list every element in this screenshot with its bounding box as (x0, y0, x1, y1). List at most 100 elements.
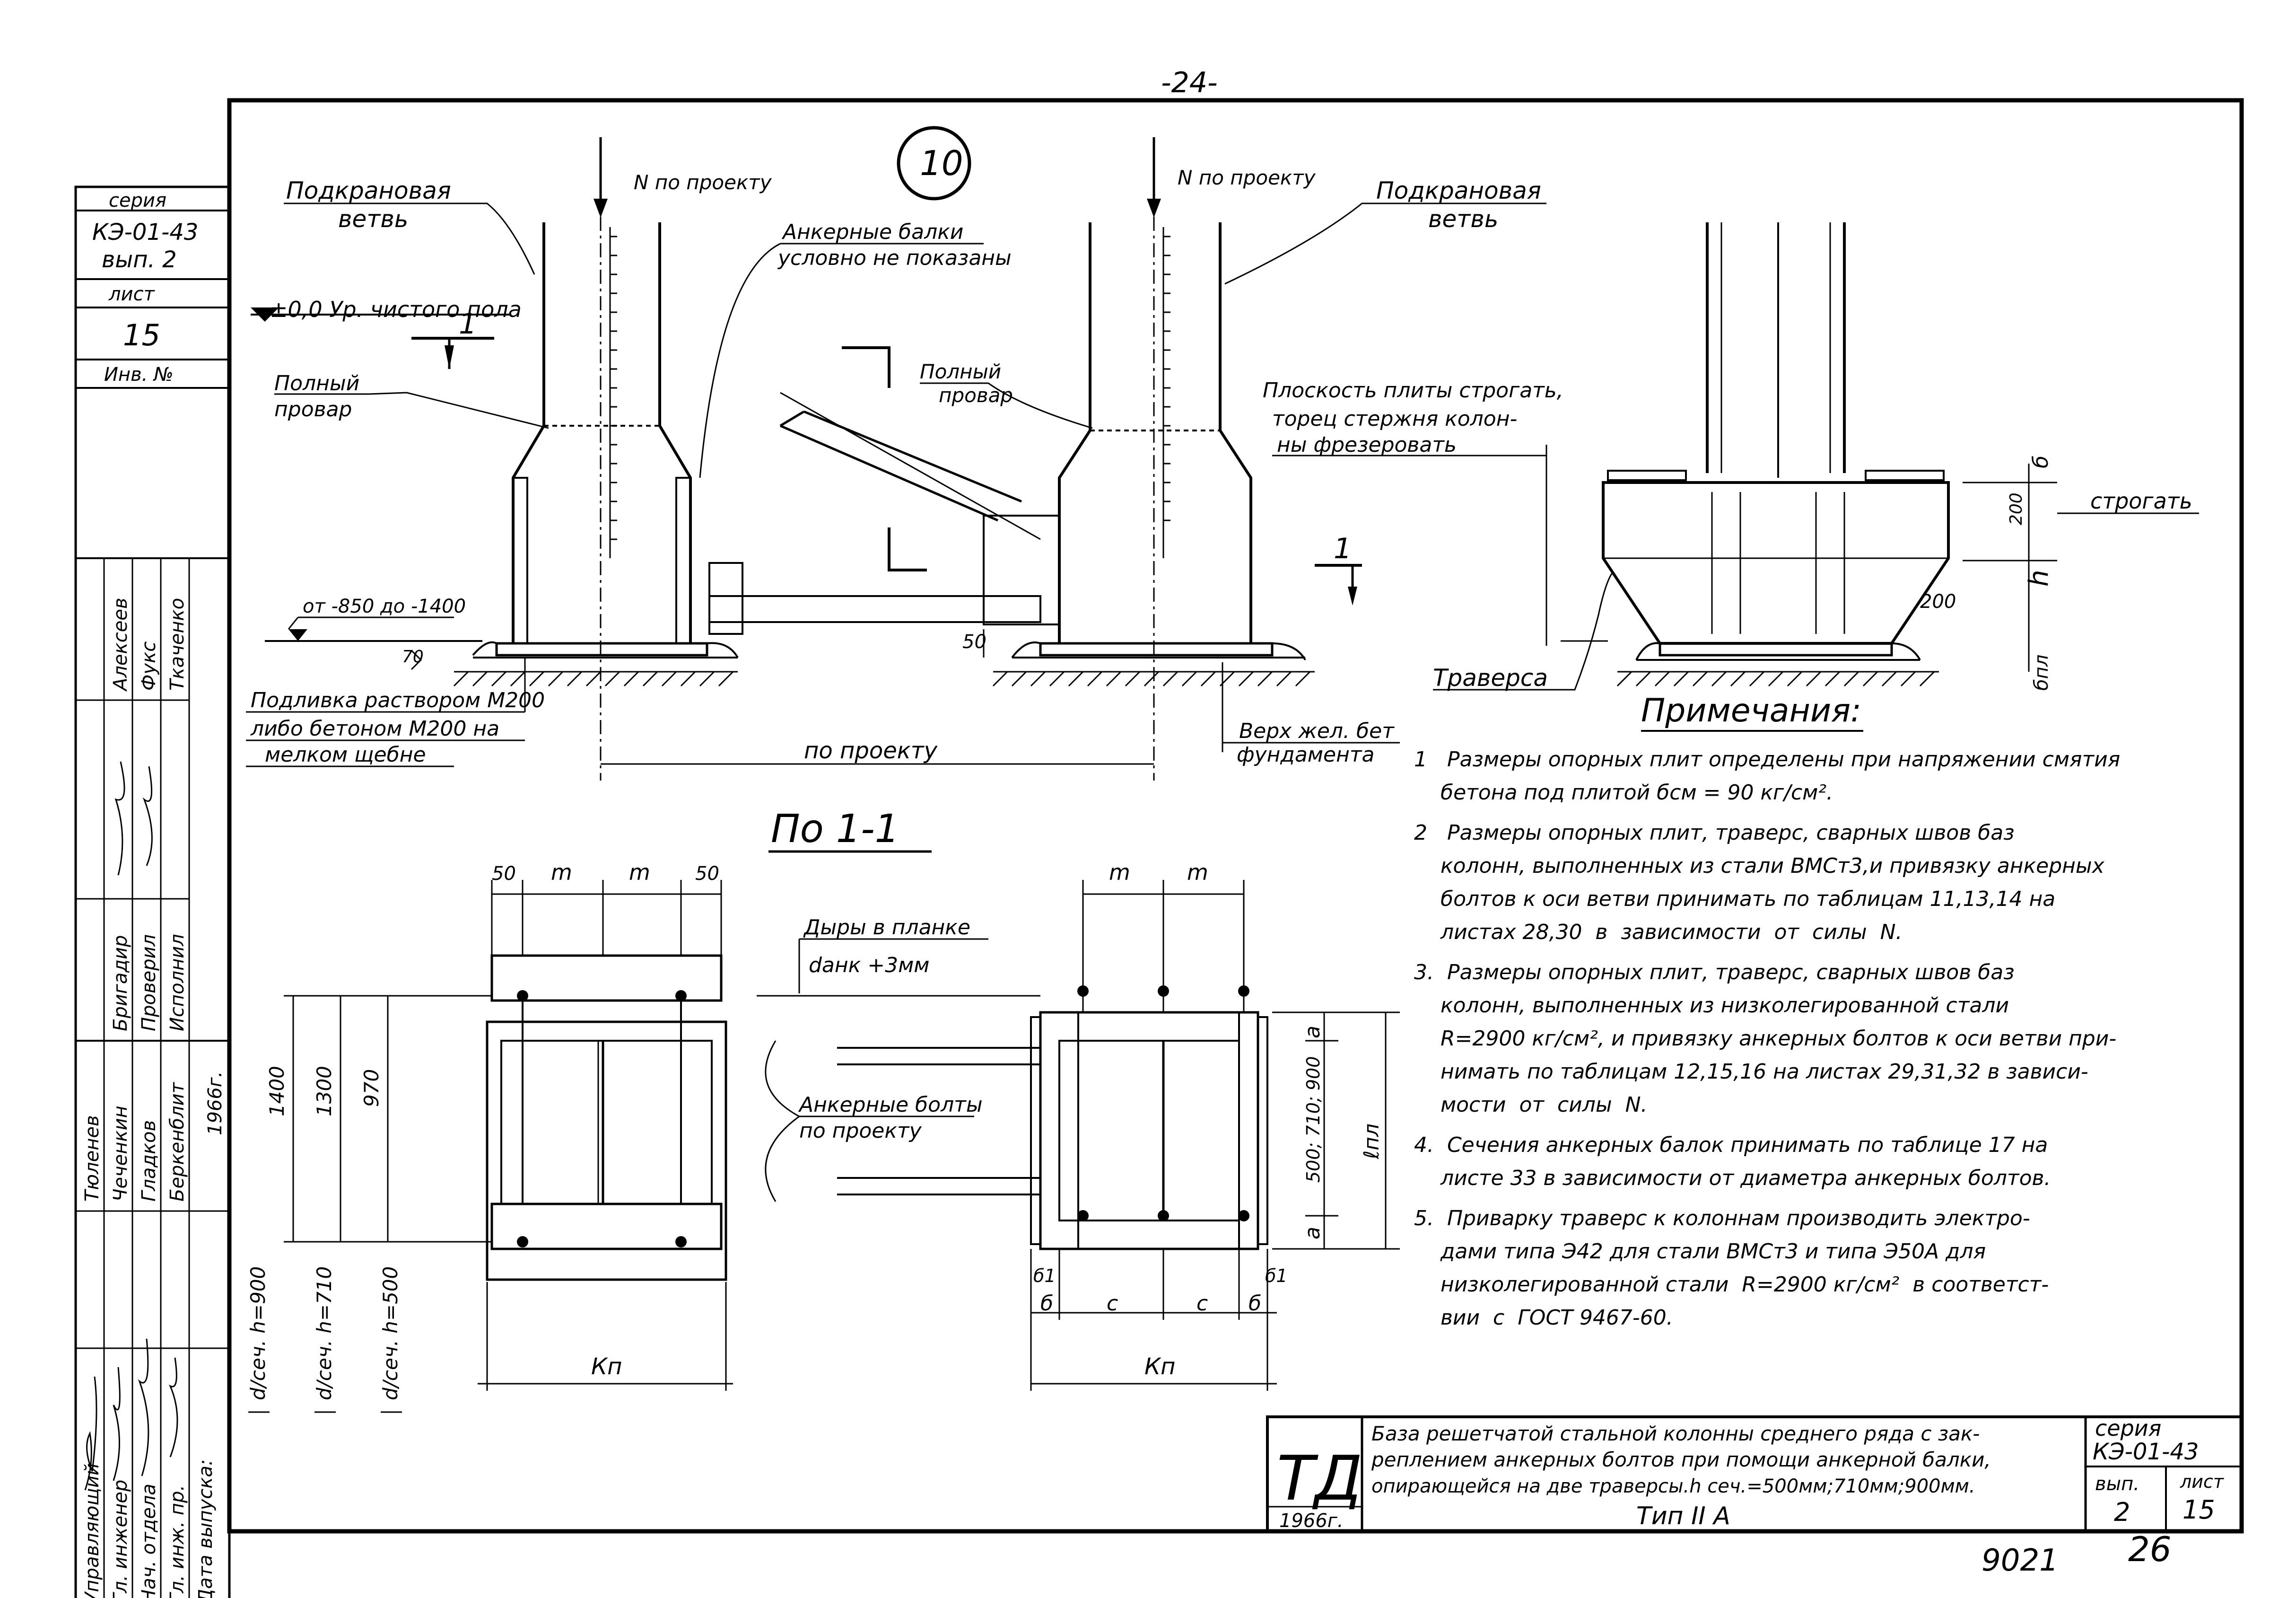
name-tkachenko: Ткаченко (166, 598, 188, 691)
side-year: 1966г. (204, 1071, 226, 1135)
dim-200-vertical: 200 (2007, 492, 2026, 525)
label-foundation-top-2: фундамента (1237, 743, 1374, 767)
traverse-elevation: h 200 200 б бпл строгать (1602, 222, 2199, 691)
note-line-13: листе 33 в зависимости от диаметра анкер… (1414, 1166, 2051, 1190)
label-podkranovaya-left: Подкрановая (286, 177, 451, 204)
label-plane-2: торец стержня колон- (1272, 407, 1517, 431)
title-series-label: серия (2095, 1415, 2161, 1441)
label-n-project-left: N по проекту (634, 171, 772, 194)
footer-page-number: 26 (2128, 1529, 2172, 1569)
stamp-series-label: серия (109, 190, 166, 211)
dim-right-c-right: с (1196, 1291, 1208, 1316)
dim-right-sizes: 500; 710; 900 (1303, 1056, 1324, 1183)
label-anchor-bolts-2: по проекту (799, 1119, 922, 1143)
label-per-project: по проекту (804, 738, 938, 764)
title-year: 1966г. (1279, 1510, 1344, 1532)
label-traverse: Траверса (1433, 664, 1548, 692)
note-line-8: колонн, выполненных из низколегированной… (1414, 993, 2009, 1018)
section-h710: d/сеч. h=710 (313, 1266, 336, 1400)
title-logo: ТД (1277, 1442, 1362, 1514)
stamp-sheet-label: лист (108, 283, 156, 305)
role-manager: Управляющий (81, 1463, 103, 1598)
note-line-12: 4. Сечения анкерных балок принимать по т… (1414, 1133, 2048, 1157)
dim-left-top-3: m (629, 860, 650, 885)
footer-archive-number: 9021 (1982, 1543, 2059, 1578)
label-level-floor: ±0,0 Ур. чистого пола (270, 297, 522, 322)
dim-right-delta-left: б1 (1033, 1265, 1056, 1286)
title-sheet-label: лист (2180, 1471, 2225, 1492)
dim-delta: б (2029, 456, 2053, 468)
left-column-elevation: 1 (411, 137, 739, 781)
label-plane-3: ны фрезеровать (1277, 433, 1457, 457)
notes: Примечания: 1 Размеры опорных плит опред… (1414, 692, 2120, 1330)
role-chief-engineer: Гл. инженер (110, 1480, 131, 1598)
title-issue: 2 (2114, 1497, 2130, 1527)
label-anchor-bolts-1: Анкерные болты (798, 1093, 983, 1117)
note-line-2: бетона под плитой бсм = 90 кг/см². (1414, 781, 1833, 805)
title-series: КЭ-01-43 (2093, 1439, 2199, 1465)
dim-kp-left: Кп (591, 1353, 622, 1380)
plan-labels: Дыры в планке dанк +3мм Анкерные болты п… (757, 915, 1040, 1202)
label-full-weld-left-2: провар (274, 397, 352, 421)
name-fuks: Фукс (138, 641, 160, 691)
role-checked: Проверил (138, 934, 160, 1031)
signature-scribble-4 (169, 1357, 178, 1458)
title-desc-1: База решетчатой стальной колонны среднег… (1371, 1422, 1980, 1445)
dim-right-a-bottom: a (1301, 1227, 1325, 1239)
title-block: ТД 1966г. База решетчатой стальной колон… (1266, 1415, 2243, 1533)
note-line-1: 1 Размеры опорных плит определены при на… (1414, 747, 2120, 772)
name-berkenblit: Беркенблит (166, 1081, 188, 1202)
dim-970: 970 (360, 1069, 383, 1107)
note-line-7: 3. Размеры опорных плит, траверс, сварны… (1414, 960, 2015, 984)
label-n-project-right: N по проекту (1178, 166, 1316, 189)
name-gladkov: Гладков (138, 1120, 160, 1202)
ground-lines (251, 307, 1939, 765)
note-line-9: R=2900 кг/см², и привязку анкерных болто… (1414, 1027, 2116, 1051)
label-anchor-beams-2: условно не показаны (777, 246, 1012, 270)
dim-left-top-1: 50 (492, 863, 516, 885)
label-full-weld-mid-2: провар (939, 384, 1013, 407)
section-h500: d/сеч. h=500 (379, 1266, 402, 1400)
title-desc-3: опирающейся на две траверсы.h сеч.=500мм… (1371, 1475, 1975, 1497)
note-line-17: вии с ГОСТ 9467-60. (1414, 1306, 1673, 1330)
note-line-14: 5. Приварку траверс к колоннам производи… (1414, 1206, 2030, 1230)
stamp-inv-label: Инв. № (104, 364, 174, 386)
page-number: -24- (1161, 66, 1218, 99)
role-executed: Исполнил (166, 934, 188, 1031)
right-column-elevation: 1 50 (708, 137, 1362, 781)
signature-scribble-6 (142, 766, 153, 866)
note-line-15: дами типа Э42 для стали ВМСт3 и типа Э50… (1414, 1239, 1986, 1264)
elevation-labels: Подкрановая ветвь N по проекту Анкерные … (246, 166, 1614, 767)
label-podkranovaya-right: Подкрановая (1376, 177, 1541, 204)
label-elevation: от -850 до -1400 (303, 596, 466, 617)
note-line-16: низколегированной стали R=2900 кг/см² в … (1414, 1273, 2049, 1297)
label-grout-3: мелком щебне (265, 743, 426, 767)
stamp-series: КЭ-01-43 (92, 219, 198, 246)
sheet-frame (74, 98, 2244, 1598)
cut-mark-left: 1 (459, 307, 477, 341)
label-holes-1: Дыры в планке (803, 915, 970, 939)
dim-right-delta-right: б1 (1265, 1265, 1288, 1286)
label-grout-2: либо бетоном М200 на (250, 717, 499, 741)
dim-right-lpl: ℓпл (1360, 1124, 1384, 1159)
dim-70: 70 (402, 647, 424, 667)
notes-title: Примечания: (1641, 692, 1861, 729)
label-full-weld-left-1: Полный (274, 371, 359, 395)
label-grout-1: Подливка раствором М200 (251, 688, 545, 712)
dim-1300: 1300 (313, 1066, 336, 1116)
right-plan: m m a 500; 710; 900 ℓпл a б с с б б1 б1 … (837, 860, 1400, 1391)
dim-1400: 1400 (265, 1066, 288, 1116)
label-plane-1: Плоскость плиты строгать, (1263, 378, 1563, 403)
dim-right-b-right: б (1248, 1291, 1261, 1316)
note-line-11: мости от силы N. (1414, 1093, 1648, 1117)
note-line-5: болтов к оси ветви принимать по таблицам… (1414, 887, 2055, 911)
dim-right-b-left: б (1040, 1291, 1053, 1316)
dim-right-a-top: a (1301, 1026, 1325, 1038)
note-line-3: 2 Размеры опорных плит, траверс, сварных… (1414, 821, 2015, 845)
dim-bpl: бпл (2031, 655, 2052, 691)
note-line-6: листах 28,30 в зависимости от силы N. (1414, 920, 1903, 944)
label-foundation-top-1: Верх жел. бет (1239, 719, 1395, 743)
label-holes-2: dанк +3мм (809, 953, 929, 977)
signature-scribble-3 (138, 1338, 149, 1476)
